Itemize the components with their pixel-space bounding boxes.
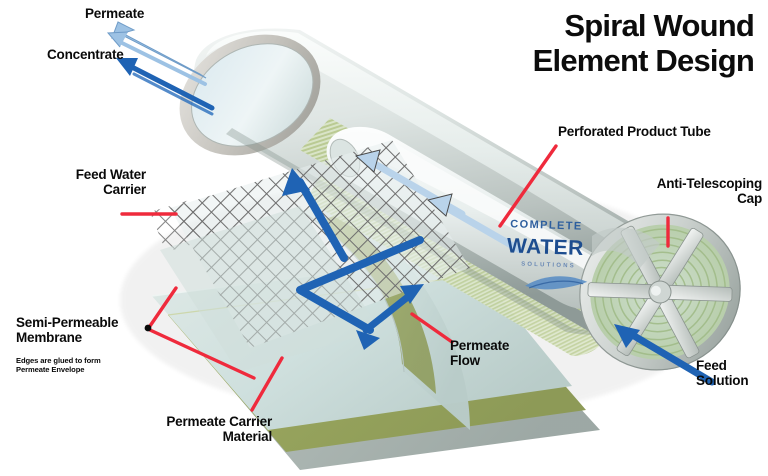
product-tube-permeate-arrows — [354, 149, 524, 254]
concentrate-arrow-icon — [116, 58, 215, 116]
label-feed-water-carrier: Feed Water Carrier — [75, 167, 146, 198]
permeate-arrow-icon — [106, 21, 207, 86]
leader-lines — [120, 144, 670, 412]
label-semi-permeable-membrane: Semi-Permeable Membrane — [16, 315, 119, 346]
leader-permeate-flow — [410, 312, 454, 344]
leader-membrane-a — [148, 286, 178, 328]
page-title: Spiral Wound Element Design — [532, 8, 755, 79]
leader-permeate-carrier — [250, 356, 284, 412]
feed-flow-arrows — [296, 178, 424, 334]
permeate-flow-arrow — [362, 284, 424, 334]
label-feed-solution: Feed Solution — [696, 358, 749, 389]
leader-membrane-b — [148, 328, 256, 380]
leader-perforated-product-tube — [498, 144, 558, 228]
feed-solution-arrow — [614, 324, 716, 386]
leader-dot — [144, 324, 152, 332]
flow-arrows — [106, 21, 716, 386]
logo-swoosh-icon — [525, 276, 588, 290]
label-perforated-product-tube: Perforated Product Tube — [558, 124, 711, 139]
label-semi-permeable-note: Edges are glued to form Permeate Envelop… — [16, 356, 101, 375]
label-permeate-flow: Permeate Flow — [450, 338, 510, 369]
label-permeate: Permeate — [85, 6, 145, 21]
company-logo: COMPLETE WATER SOLUTIONS — [501, 208, 603, 305]
label-anti-telescoping-cap: Anti-Telescoping Cap — [656, 176, 763, 207]
label-concentrate: Concentrate — [47, 47, 124, 62]
label-permeate-carrier-material: Permeate Carrier Material — [166, 414, 272, 445]
